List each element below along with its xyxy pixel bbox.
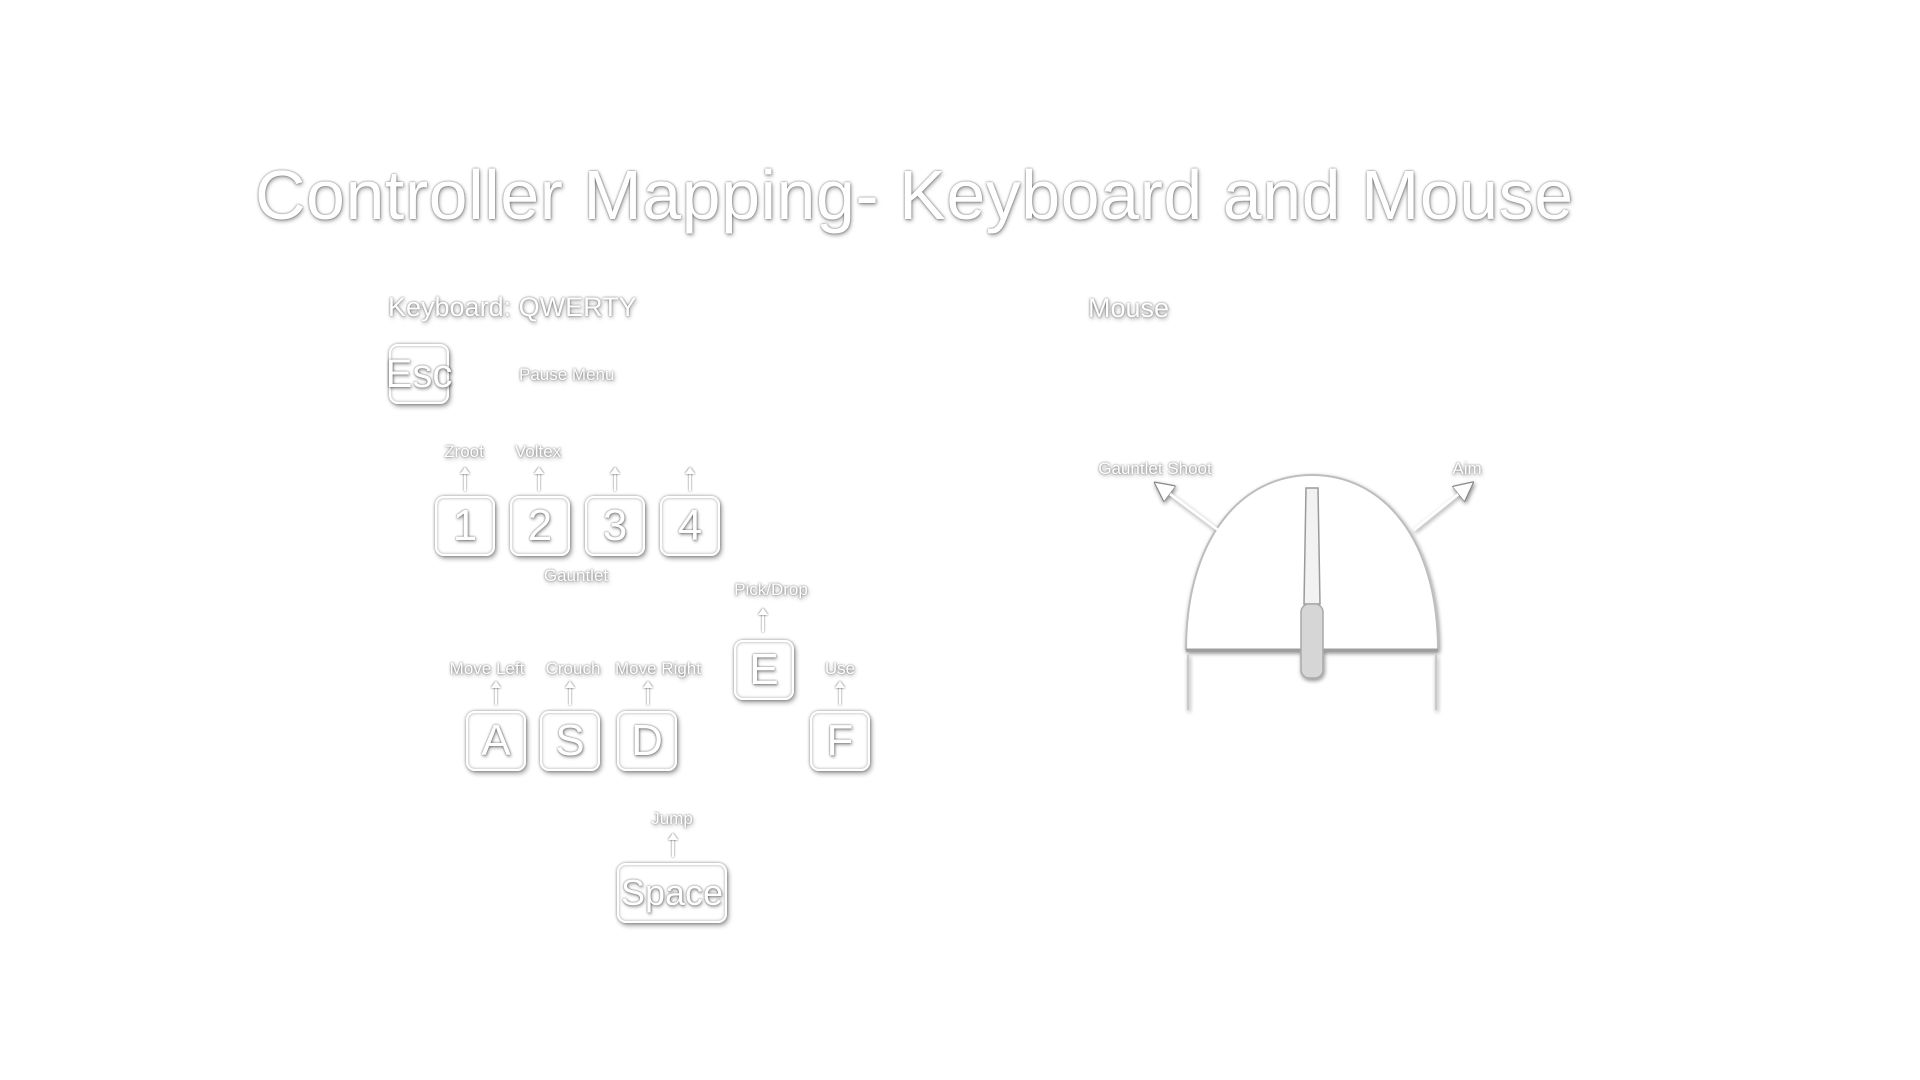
arrow-icon	[464, 473, 466, 491]
key-1: 1	[435, 496, 495, 556]
label-move-right: Move Right	[615, 659, 701, 678]
keyboard-heading: Keyboard: QWERTY	[388, 292, 637, 322]
arrow-icon	[614, 473, 616, 491]
label-move-left: Move Left	[449, 659, 525, 678]
arrow-icon	[672, 839, 674, 857]
arrow-icon	[647, 687, 649, 705]
key-space: Space	[617, 863, 727, 923]
arrow-icon	[689, 473, 691, 491]
label-gauntlet-shoot: Gauntlet Shoot	[1098, 459, 1212, 478]
mouse-icon	[1162, 473, 1466, 710]
key-d: D	[617, 711, 677, 771]
label-use: Use	[824, 659, 856, 678]
arrow-icon	[538, 473, 540, 491]
key-3: 3	[585, 496, 645, 556]
key-2: 2	[510, 496, 570, 556]
label-gauntlet: Gauntlet	[543, 566, 609, 585]
label-pause-menu: Pause Menu	[519, 365, 615, 384]
key-a: A	[466, 711, 526, 771]
key-esc: Esc	[386, 344, 452, 404]
arrow-icon	[762, 614, 764, 632]
label-zroot: Zroot	[444, 442, 484, 461]
key-s: S	[540, 711, 600, 771]
page-title: Controller Mapping- Keyboard and Mouse	[255, 156, 1574, 234]
arrow-icon	[839, 687, 841, 705]
arrow-icon	[495, 687, 497, 705]
label-voltex: Voltex	[514, 442, 562, 461]
arrow-icon	[569, 687, 571, 705]
key-e: E	[734, 640, 794, 700]
label-aim: Aim	[1452, 459, 1482, 478]
key-f: F	[810, 711, 870, 771]
label-jump: Jump	[651, 809, 693, 828]
label-crouch: Crouch	[545, 659, 601, 678]
label-pick-drop: Pick/Drop	[734, 580, 808, 599]
key-4: 4	[660, 496, 720, 556]
mouse-heading: Mouse	[1088, 293, 1170, 323]
